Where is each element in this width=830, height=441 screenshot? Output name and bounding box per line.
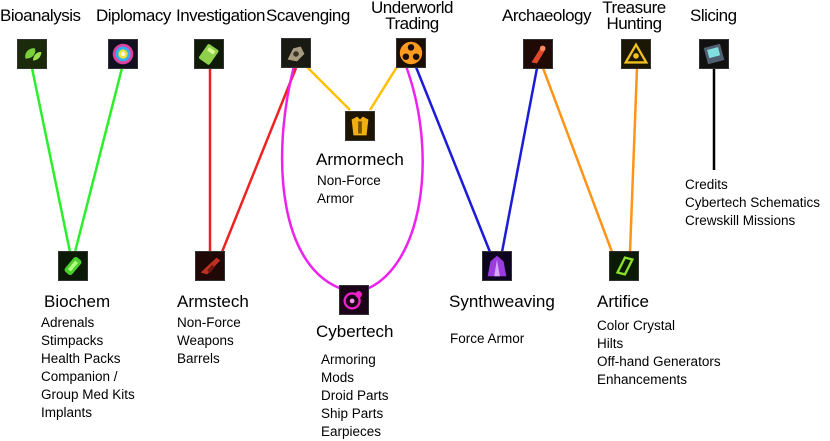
list-item: Armoring [321,352,376,367]
list-item: Cybertech Schematics [685,195,821,210]
gathering-title-treasure-hunting: Treasure Hunting [602,0,666,33]
list-item: Ship Parts [321,406,384,421]
line-underworld-armormech [368,61,402,111]
list-item: Weapons [177,333,234,348]
crafting-title-armormech: Armormech [316,150,404,169]
crafting-title-biochem: Biochem [44,292,111,311]
gathering-title-scavenging: Scavenging [266,6,350,25]
list-item: Armor [317,191,354,206]
scrap-parts-icon [281,38,311,68]
triangle-relic-icon [621,39,651,69]
line-treasure-artifice [628,67,639,253]
crafting-title-synthweaving: Synthweaving [449,292,555,311]
list-item: Companion / [41,369,118,384]
list-item: Group Med Kits [41,387,135,402]
list-item: Credits [685,177,728,192]
list-item: Force Armor [450,331,525,346]
gathering-title-investigation: Investigation [176,6,265,25]
list-item: Enhancements [597,372,688,387]
list-item: Mods [321,370,355,385]
gathering-title-line: Hunting [606,14,662,33]
line-underworld-cybertech [363,65,424,292]
list-item: Non-Force [177,315,241,330]
list-item: Stimpacks [41,333,104,348]
line-bioanalysis-biochem [30,67,72,253]
gathering-title-slicing: Slicing [690,6,737,25]
blaster-icon [195,251,225,281]
line-archaeology-synthweaving [500,67,539,253]
list-item: Barrels [177,351,220,366]
line-archaeology-artifice [541,67,614,253]
list-item: Health Packs [41,351,121,366]
line-scavenging-armstech [220,67,298,253]
droid-icon [339,285,369,315]
robe-icon [482,251,512,281]
line-scavenging-armormech [301,61,351,111]
list-item: Off-hand Generators [597,354,721,369]
gathering-title-diplomacy: Diplomacy [96,6,171,25]
line-underworld-synthweaving [412,61,492,253]
list-item: Implants [41,405,93,420]
biochem-items: Adrenals Stimpacks Health Packs Companio… [41,314,135,422]
med-canister-icon [58,251,88,281]
datapad-icon [699,39,729,69]
list-item: Color Crystal [597,318,676,333]
armormech-items: Non-Force Armor [317,172,381,208]
crafting-title-cybertech: Cybertech [316,322,394,341]
list-item: Earpieces [321,424,382,439]
list-item: Hilts [597,336,624,351]
list-item: Crewskill Missions [685,213,796,228]
gathering-title-bioanalysis: Bioanalysis [0,6,81,25]
gathering-title-archaeology: Archaeology [502,6,592,25]
artifact-icon [523,39,553,69]
synthweaving-items: Force Armor [450,330,524,348]
gathering-title-line: Treasure [602,0,666,17]
gathering-title-line: Underworld [371,0,453,17]
artifice-items: Color Crystal Hilts Off-hand Generators … [597,317,721,389]
slicing-items: Credits Cybertech Schematics Crewskill M… [685,176,820,230]
battery-icon [194,39,224,69]
armstech-items: Non-Force Weapons Barrels [177,314,241,368]
gathering-title-underworld-trading: Underworld Trading [371,0,453,32]
gathering-title-line: Trading [385,14,439,33]
cybertech-items: Armoring Mods Droid Parts Ship Parts Ear… [321,351,389,441]
armor-chest-icon [345,111,375,141]
crafting-title-armstech: Armstech [177,292,249,311]
leaf-icon [17,39,47,69]
crafting-title-artifice: Artifice [597,292,649,311]
crystal-icon [609,251,639,281]
line-diplomacy-biochem [73,67,124,253]
three-orbs-icon [396,38,426,68]
list-item: Adrenals [41,315,95,330]
line-scavenging-cybertech [280,65,346,292]
list-item: Droid Parts [321,388,389,403]
list-item: Non-Force [317,173,381,188]
color-orb-icon [108,39,138,69]
